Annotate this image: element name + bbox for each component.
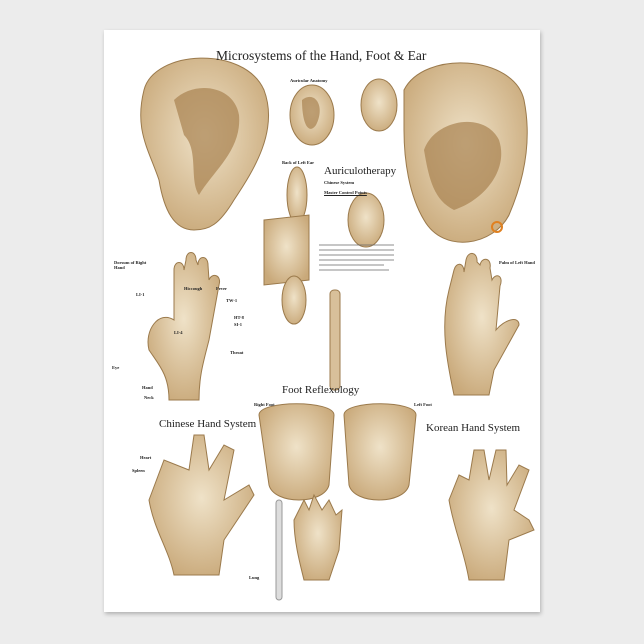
hand-label: SI-1: [234, 322, 243, 327]
hand-label: Lung: [249, 575, 260, 580]
korean-hand-heading: Korean Hand System: [426, 422, 521, 434]
hand-label: Hand: [142, 385, 153, 390]
auricular-anatomy-ear: [289, 84, 335, 146]
korean-hand-illustration: [448, 449, 535, 581]
left-foot-label: Left Foot: [414, 402, 432, 407]
back-of-ear: [286, 166, 308, 224]
hand-label: Spleen: [132, 468, 145, 473]
hand-label: TW-1: [226, 298, 238, 303]
right-ear-illustration: [403, 62, 528, 243]
hand-label: Fever: [216, 286, 227, 291]
chinese-hand-illustration: [148, 434, 255, 576]
dorsum-label: Dorsum of Right Hand: [114, 260, 147, 270]
dorsum-hand-illustration: [147, 252, 221, 401]
hand-label: Hiccough: [184, 286, 203, 291]
master-points-label: Master Control Points: [324, 190, 367, 195]
palm-hand-illustration: [444, 253, 520, 396]
chinese-system-label: Chinese System: [324, 180, 355, 185]
hand-label: LI-4: [174, 330, 183, 335]
hand-label: HT-8: [234, 315, 244, 320]
hand-label: Throat: [230, 350, 244, 355]
left-ear-illustration: [140, 57, 269, 231]
ear-cross-section: [263, 214, 310, 286]
auriculotherapy-heading: Auriculotherapy: [324, 165, 397, 177]
spine-illustration: [281, 275, 341, 391]
auricular-anatomy-label: Auricular Anatomy: [290, 78, 328, 83]
foot-reflexology-heading: Foot Reflexology: [282, 384, 360, 396]
right-foot-label: Right Foot: [254, 402, 275, 407]
palm-label: Palm of Left Hand: [499, 260, 535, 265]
color-wheel-icon: [491, 221, 503, 233]
chinese-system-ear: [360, 78, 398, 132]
hand-label: Neck: [144, 395, 154, 400]
hand-label: LI-1: [136, 292, 145, 297]
chinese-hand-heading: Chinese Hand System: [159, 418, 257, 430]
master-points-ear: [347, 192, 385, 248]
poster-title: Microsystems of the Hand, Foot & Ear: [216, 48, 427, 63]
left-foot-illustration: [343, 403, 417, 501]
text-block: [319, 244, 394, 271]
right-foot-illustration: [258, 403, 335, 501]
hand-label: Heart: [140, 455, 152, 460]
anatomy-illustrations: [140, 57, 535, 601]
poster: Microsystems of the Hand, Foot & Ear Aur…: [104, 30, 540, 612]
small-hand-illustration: [275, 493, 343, 601]
back-of-ear-label: Back of Left Ear: [282, 160, 315, 165]
hand-label: Eye: [112, 365, 120, 370]
